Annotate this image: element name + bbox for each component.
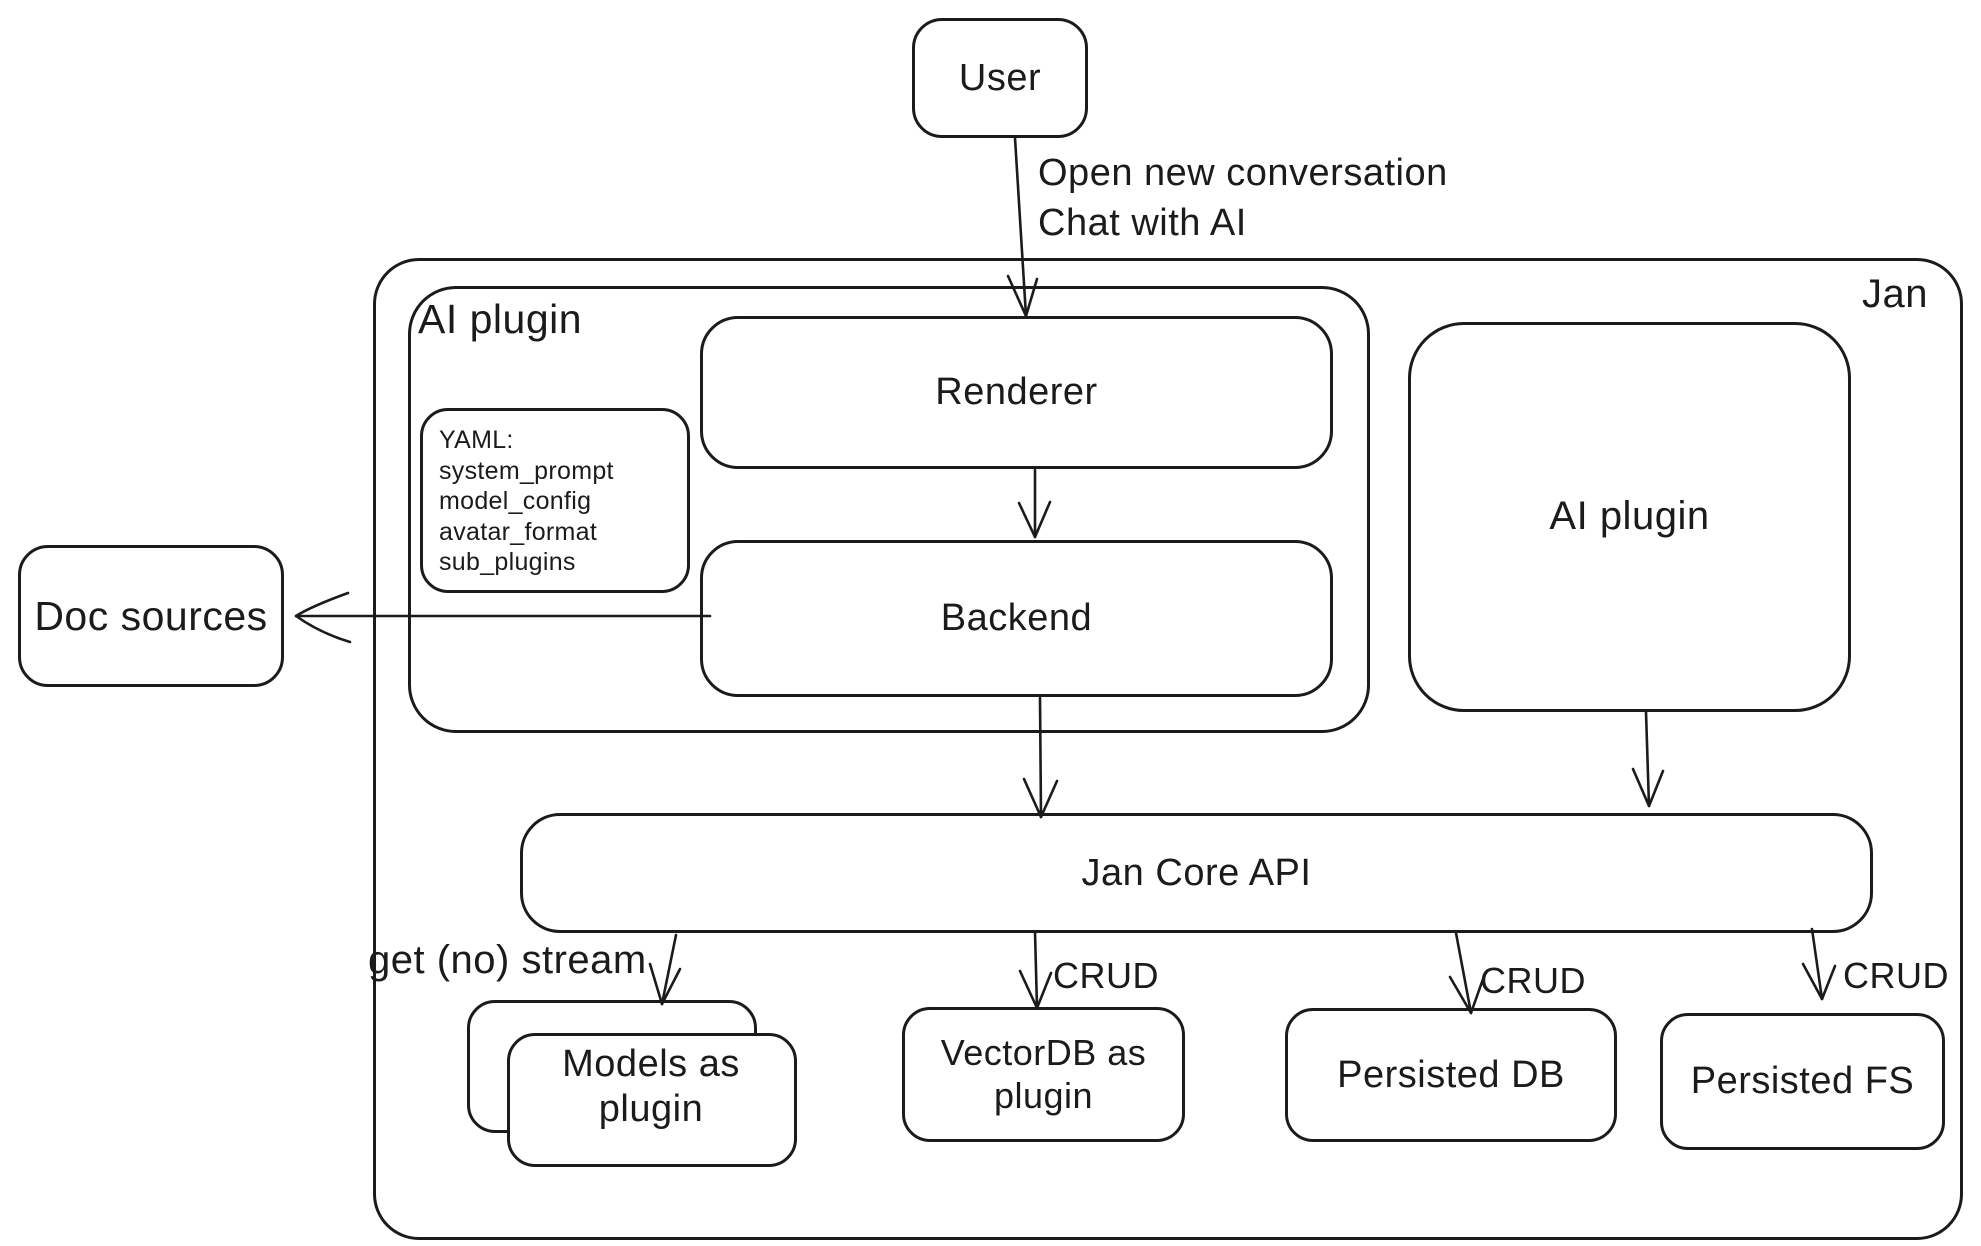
node-doc-sources: Doc sources <box>18 545 284 687</box>
edge-label-user-to-renderer: Open new conversation Chat with AI <box>1038 152 1448 245</box>
node-doc-sources-label: Doc sources <box>34 592 268 639</box>
edge-label-crud-vectordb: CRUD <box>1053 955 1159 996</box>
node-persisted-db-label: Persisted DB <box>1337 1053 1565 1096</box>
arrowhead-backend-to-doc-sources <box>294 591 352 644</box>
ai-plugin-container <box>408 286 1370 733</box>
node-models-label: Models as plugin <box>562 1043 740 1130</box>
node-persisted-fs-label: Persisted FS <box>1690 1060 1915 1103</box>
node-backend: Backend <box>700 540 1333 697</box>
node-renderer: Renderer <box>700 316 1333 469</box>
jan-container <box>373 258 1963 1240</box>
node-ai-plugin-right-label: AI plugin <box>1549 494 1710 539</box>
node-models-front-box <box>507 1033 797 1167</box>
yaml-note: YAML: system_prompt model_config avatar_… <box>420 408 690 593</box>
node-ai-plugin-right: AI plugin <box>1408 322 1851 712</box>
jan-container-label: Jan <box>1862 272 1928 316</box>
ai-plugin-container-label: AI plugin <box>418 296 583 342</box>
node-vectordb-label: VectorDB as plugin <box>940 1032 1147 1116</box>
edge-label-get-no-stream: get (no) stream <box>368 938 647 982</box>
node-backend-label: Backend <box>940 597 1093 640</box>
node-user: User <box>912 18 1088 138</box>
node-user-label: User <box>958 56 1042 99</box>
edge-label-crud-persisted-db: CRUD <box>1480 960 1586 1001</box>
node-renderer-label: Renderer <box>935 371 1098 414</box>
node-vectordb: VectorDB as plugin <box>902 1007 1185 1142</box>
node-persisted-db: Persisted DB <box>1285 1008 1617 1142</box>
node-jan-core-api: Jan Core API <box>520 813 1873 933</box>
node-jan-core-api-label: Jan Core API <box>1081 851 1312 894</box>
yaml-note-text: YAML: system_prompt model_config avatar_… <box>439 426 614 576</box>
node-persisted-fs: Persisted FS <box>1660 1013 1945 1150</box>
edge-label-crud-persisted-fs: CRUD <box>1843 955 1949 996</box>
